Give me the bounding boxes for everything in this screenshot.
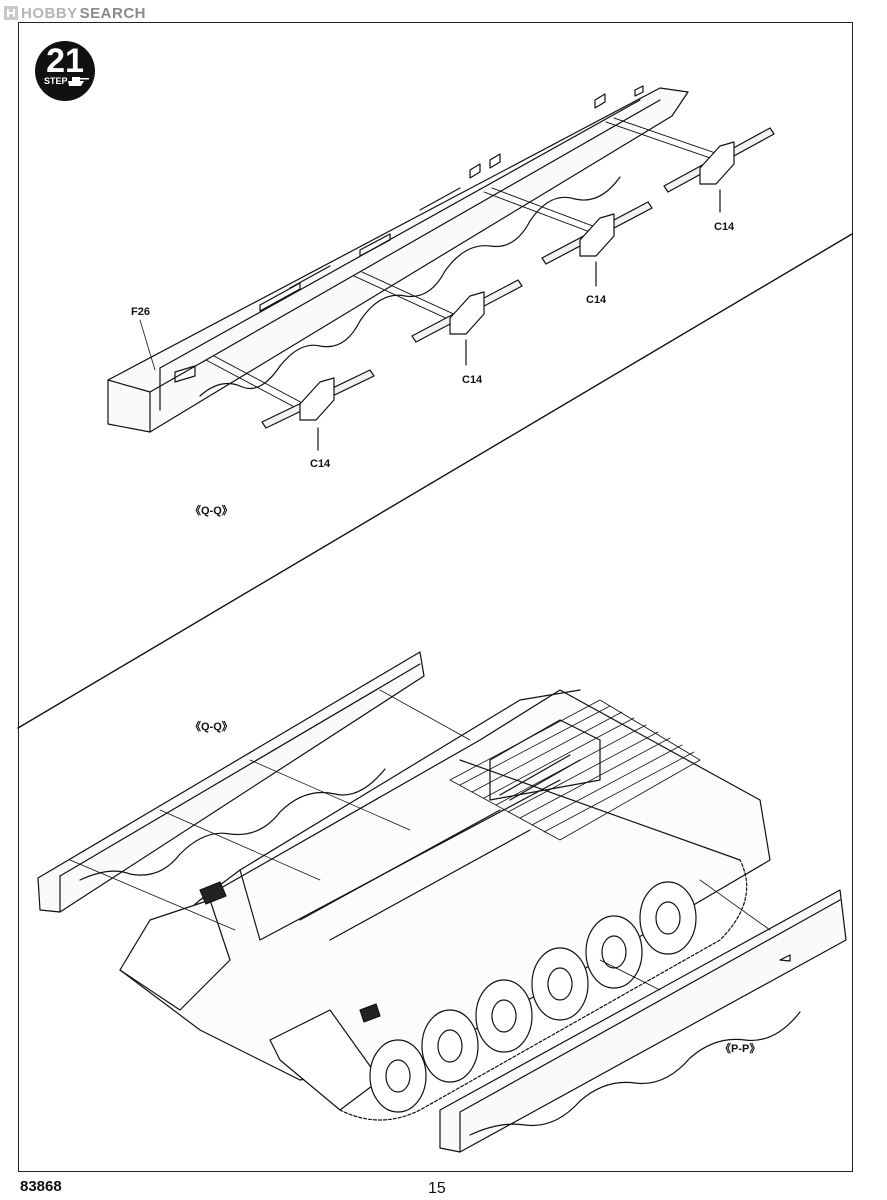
step-word: STEP: [44, 76, 68, 86]
part-label-c14: C14: [462, 374, 483, 386]
view-ref-pp: 《P-P》: [720, 1043, 761, 1055]
hobby-search-logo-icon: [4, 6, 18, 20]
section-divider-line: [17, 233, 853, 729]
c14-bracket-b: [541, 201, 653, 287]
step-badge: 21 STEP: [34, 40, 96, 102]
part-label-c14: C14: [714, 221, 735, 233]
c14-bracket-a: [663, 127, 775, 213]
watermark-text-2: BBY: [44, 4, 78, 22]
part-label-c14: C14: [310, 458, 331, 470]
c14-bracket-c: [411, 279, 523, 366]
view-ref-qq-top: 《Q-Q》: [190, 505, 233, 517]
step-badge-circle-icon: [35, 41, 95, 101]
watermark-text-1: HO: [21, 4, 45, 22]
product-code: 83868: [20, 1178, 62, 1195]
c14-bracket-d: [261, 369, 375, 451]
step-number: 21: [46, 42, 84, 80]
side-skirt-f26-drawing: [107, 85, 689, 433]
vehicle-hull-drawing: [37, 651, 847, 1153]
page-number: 15: [428, 1180, 446, 1197]
watermark: HO BBY SEARCH: [4, 4, 146, 22]
part-label-f26: F26: [131, 306, 150, 318]
view-ref-qq-bottom: 《Q-Q》: [190, 721, 233, 733]
part-label-c14: C14: [586, 294, 607, 306]
watermark-text-3: SEARCH: [79, 4, 147, 22]
page-frame: [18, 22, 853, 1172]
